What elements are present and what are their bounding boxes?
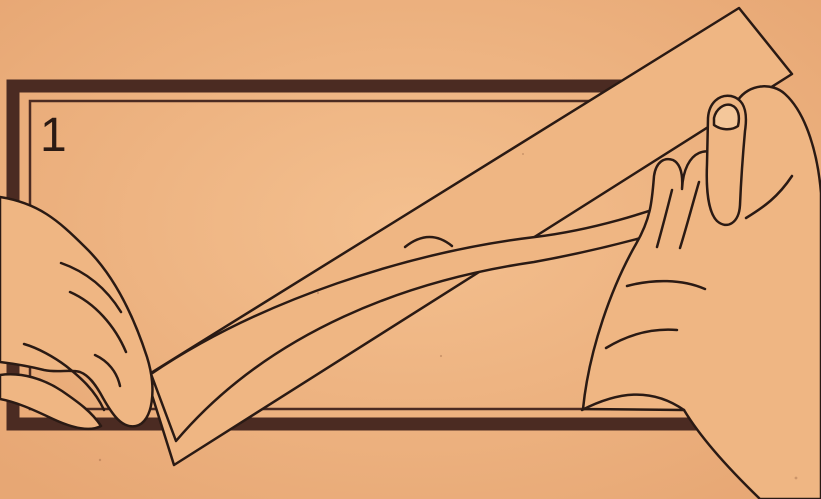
paper-fleck [440, 355, 442, 357]
paper-fleck [99, 459, 101, 461]
right-hand-thumbnail [714, 105, 739, 130]
paper-fleck [317, 292, 319, 294]
step-number: 1 [40, 112, 67, 160]
paper-fleck [522, 153, 524, 155]
paper-fleck [795, 477, 798, 480]
